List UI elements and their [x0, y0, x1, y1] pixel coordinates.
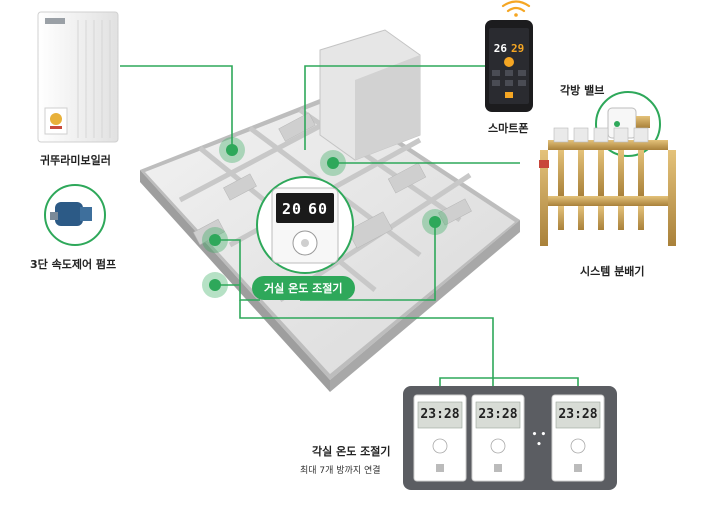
room-display-1: 23:28 — [420, 407, 460, 422]
manifold-image — [539, 127, 676, 246]
room-controllers-title: 각실 온도 조절기 — [312, 445, 391, 458]
smartphone-image — [485, 0, 533, 112]
pump-image — [44, 184, 106, 246]
room-display-3: 23:28 — [558, 407, 598, 422]
more-rooms-ellipsis: • • • — [531, 430, 547, 450]
living-controller-label: 거실 온도 조절기 — [252, 276, 355, 300]
room3-temp-left: 23 — [558, 407, 575, 422]
sensor-markers — [202, 137, 448, 298]
room3-temp-right: 28 — [581, 407, 598, 422]
boiler-label: 귀뚜라미보일러 — [40, 154, 111, 167]
phone-temp-right: 29 — [511, 42, 525, 55]
phone-temp-left: 26 — [493, 42, 507, 55]
boiler-image — [37, 11, 119, 143]
living-temp-left: 20 — [281, 200, 302, 218]
room-controllers-subtitle: 최대 7개 방까지 연결 — [300, 466, 381, 476]
living-controller-image — [256, 176, 354, 274]
room-controllers-panel — [403, 386, 617, 490]
room2-temp-right: 28 — [501, 407, 518, 422]
phone-display: 26 29 — [489, 42, 529, 55]
manifold-label: 시스템 분배기 — [580, 265, 645, 278]
smartphone-label: 스마트폰 — [488, 122, 529, 135]
room1-temp-right: 28 — [443, 407, 460, 422]
living-temp-right: 60 — [308, 200, 329, 218]
pump-label: 3단 속도제어 펌프 — [30, 258, 117, 271]
room1-temp-left: 23 — [420, 407, 437, 422]
room-display-2: 23:28 — [478, 407, 518, 422]
room2-temp-left: 23 — [478, 407, 495, 422]
valve-label: 각방 밸브 — [560, 84, 605, 97]
